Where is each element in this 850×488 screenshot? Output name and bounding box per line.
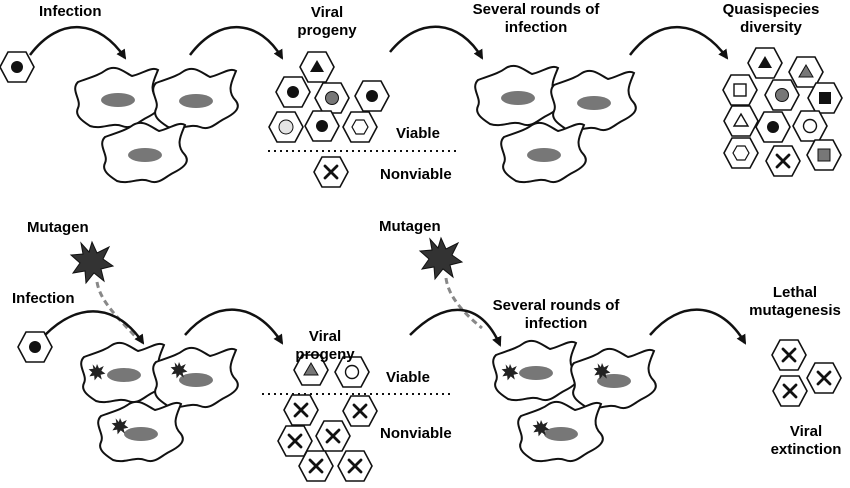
label-line: Viral	[310, 4, 344, 21]
bottom-panel	[17, 236, 842, 482]
quasispecies-triangle-white-icon	[723, 105, 759, 137]
label-nonviable-mutagen: Nonviable	[380, 425, 452, 442]
cell-6	[500, 121, 587, 184]
mutagen-star-icon	[69, 240, 115, 285]
cell-3	[101, 121, 188, 184]
label-viral-progeny-mutagen: Viral progeny	[295, 328, 354, 364]
label-infection-mutagen: Infection	[12, 290, 75, 307]
mutagen-path-1	[95, 281, 137, 338]
nonviable-virus-x-icon	[283, 394, 319, 426]
label-line: mutagenesis	[749, 302, 841, 319]
progeny-virus-light-dot-icon	[268, 111, 304, 143]
quasispecies-white-dot-icon	[792, 110, 828, 142]
label-line: infection	[524, 315, 588, 332]
label-quasispecies: Quasispecies diversity	[723, 1, 820, 37]
cell-1	[74, 66, 161, 129]
progeny-virus-hexagon-icon	[342, 111, 378, 143]
label-line: Quasispecies	[722, 1, 820, 18]
label-mutagen-2: Mutagen	[379, 218, 441, 235]
label-line: progeny	[297, 22, 357, 39]
arrow-progeny	[189, 26, 284, 60]
progeny-virus-black-dot-icon	[304, 110, 340, 142]
arrow-several-rounds	[389, 25, 484, 60]
label-line: Viral	[789, 423, 823, 440]
arrow-quasispecies	[629, 26, 729, 60]
label-line: infection	[504, 19, 568, 36]
label-line: Lethal	[772, 284, 818, 301]
quasispecies-x-icon	[765, 145, 801, 177]
quasispecies-square-grey-icon	[806, 139, 842, 171]
label-mutagen-1: Mutagen	[27, 219, 89, 236]
progeny-virus-triangle-grey-icon	[293, 354, 329, 386]
quasispecies-square-black-icon	[807, 82, 843, 114]
nonviable-virus-x-icon	[313, 156, 349, 188]
label-viable: Viable	[396, 125, 440, 142]
mutated-cell-6	[517, 400, 604, 463]
label-line: Viral	[308, 328, 342, 345]
progeny-virus-triangle-icon	[299, 51, 335, 83]
mutated-cell-1	[80, 341, 167, 404]
progeny-virus-grey-dot-icon	[314, 82, 350, 114]
top-panel	[0, 25, 843, 188]
input-virus-icon	[0, 51, 35, 83]
quasispecies-grey-dot-icon	[764, 79, 800, 111]
label-several-rounds: Several rounds of infection	[473, 1, 600, 37]
extinct-virus-x-icon	[806, 362, 842, 394]
label-viral-progeny: Viral progeny	[297, 4, 356, 40]
mutagen-star-icon	[418, 236, 464, 281]
arrow-progeny-mutagen	[184, 308, 284, 345]
arrow-several-rounds-mutagen	[409, 308, 502, 347]
quasispecies-black-dot-icon	[755, 111, 791, 143]
quasispecies-triangle-black-icon	[747, 47, 783, 79]
mutated-cell-3	[97, 400, 184, 463]
quasispecies-triangle-grey-icon	[788, 56, 824, 88]
progeny-virus-black-dot-icon	[275, 76, 311, 108]
arrow-infection-mutagen	[44, 310, 145, 345]
arrow-lethal	[649, 308, 747, 345]
extinct-virus-x-icon	[771, 339, 807, 371]
label-viral-extinction: Viral extinction	[771, 423, 842, 459]
label-line: extinction	[770, 441, 842, 458]
label-several-rounds-mutagen: Several rounds of infection	[493, 297, 620, 333]
mutated-cell-2	[152, 346, 239, 409]
nonviable-virus-x-icon	[298, 450, 334, 482]
cell-5	[550, 69, 637, 132]
quasispecies-square-white-icon	[722, 74, 758, 106]
cell-2	[152, 67, 239, 130]
input-virus-icon	[17, 331, 53, 363]
progeny-virus-white-dot-icon	[334, 356, 370, 388]
mutagen-path-2	[444, 277, 483, 330]
label-nonviable: Nonviable	[380, 166, 452, 183]
label-line: diversity	[740, 19, 802, 36]
cell-4	[474, 64, 561, 127]
quasispecies-hexagon-icon	[723, 137, 759, 169]
label-line: progeny	[295, 346, 355, 363]
label-lethal-mutagenesis: Lethal mutagenesis	[749, 284, 841, 320]
label-viable-mutagen: Viable	[386, 369, 430, 386]
mutated-cell-5	[570, 347, 657, 410]
label-line: Several rounds of	[472, 1, 600, 18]
nonviable-virus-x-icon	[337, 450, 373, 482]
label-line: Several rounds of	[492, 297, 620, 314]
arrow-infection	[29, 26, 127, 60]
extinct-virus-x-icon	[772, 375, 808, 407]
progeny-virus-black-dot-icon	[354, 80, 390, 112]
nonviable-virus-x-icon	[315, 420, 351, 452]
label-infection: Infection	[39, 3, 102, 20]
mutated-cell-4	[492, 339, 579, 402]
nonviable-virus-x-icon	[342, 395, 378, 427]
